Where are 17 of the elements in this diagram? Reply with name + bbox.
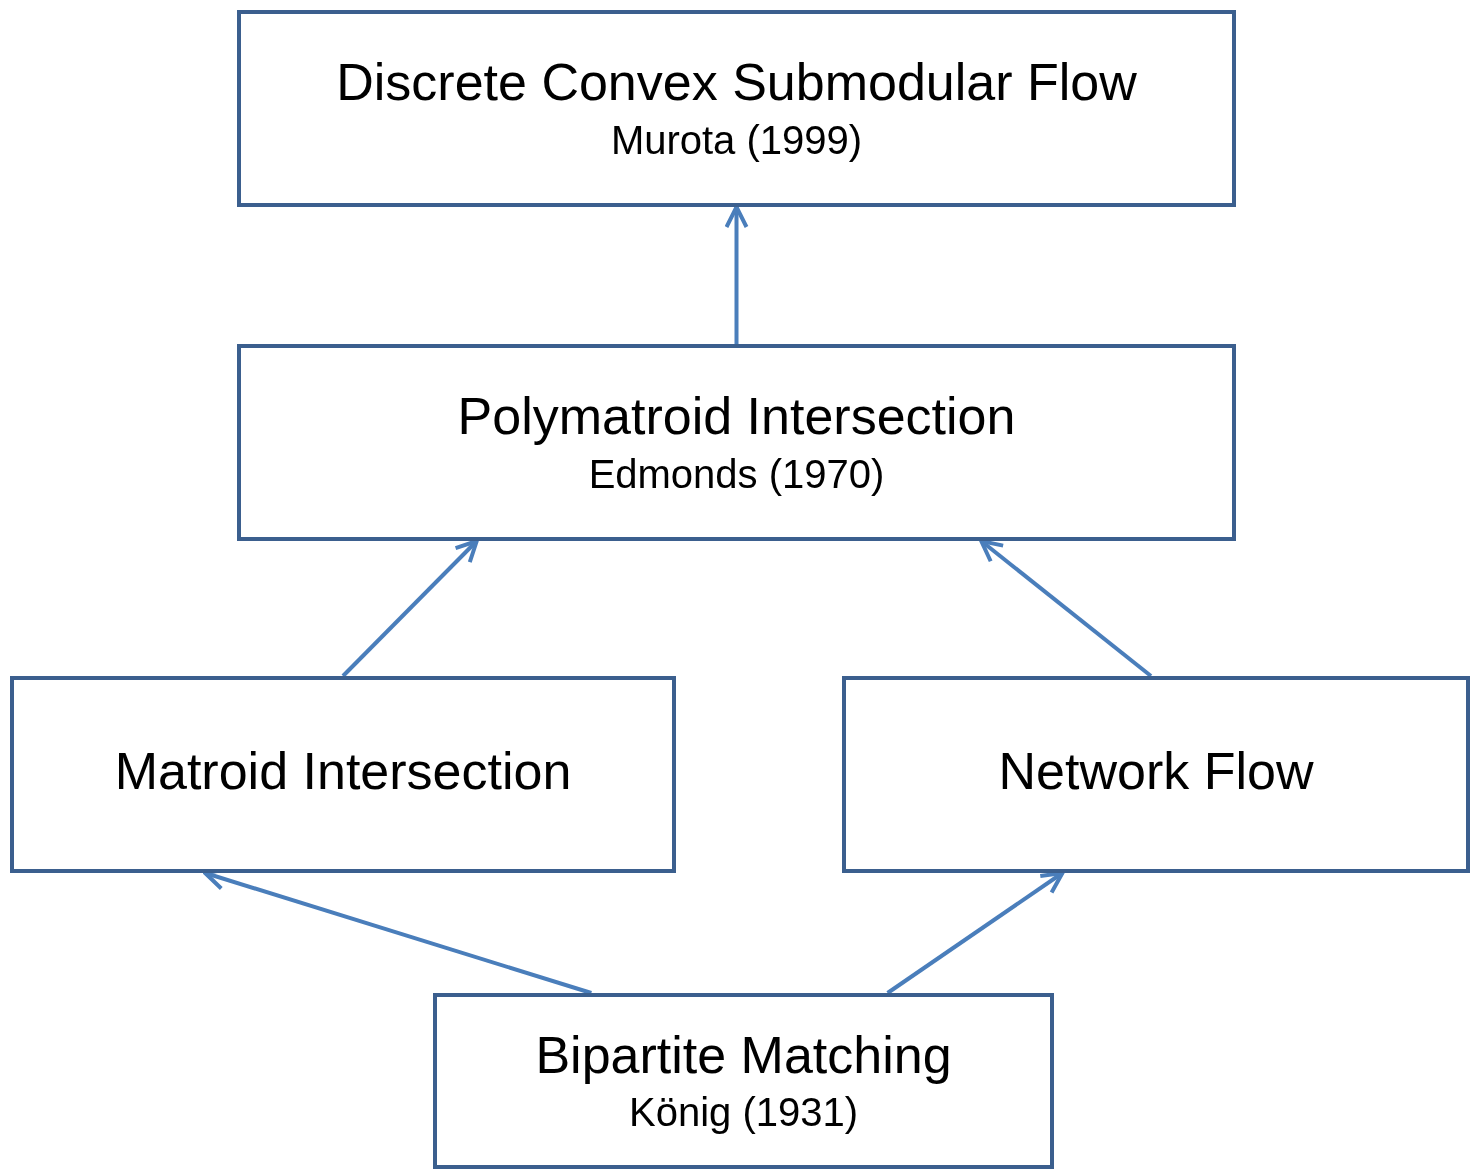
arrow [341,539,479,678]
arrow [886,871,1065,995]
node-subtitle: Murota (1999) [610,116,863,164]
arrow [724,205,749,344]
node-subtitle: König (1931) [628,1089,858,1137]
node-title: Matroid Intersection [114,741,572,803]
node-subtitle: Edmonds (1970) [588,450,885,498]
node-title: Discrete Convex Submodular Flow [336,52,1137,114]
arrow [979,539,1153,678]
node-title: Network Flow [998,741,1314,803]
node-title: Polymatroid Intersection [457,386,1016,448]
result-box [237,10,1236,207]
result-box [433,993,1054,1169]
problem-box [842,676,1470,873]
result-box [237,344,1236,541]
problem-box [10,676,676,873]
node-title: Bipartite Matching [535,1024,952,1086]
